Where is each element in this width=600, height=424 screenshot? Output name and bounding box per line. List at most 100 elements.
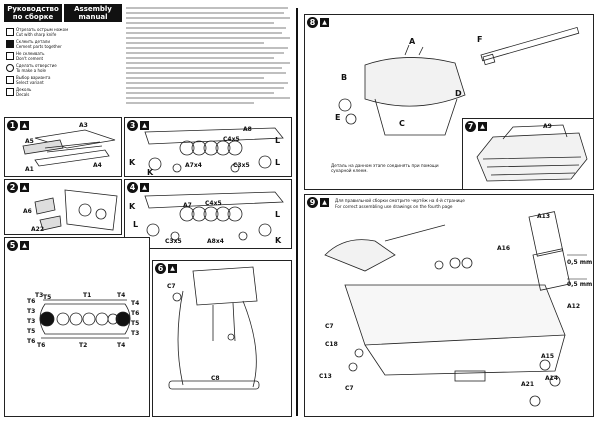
legend-ru-3: Сделать отверстие <box>16 63 57 68</box>
part-label: A8 <box>243 126 252 133</box>
step-7-panel: 7 ▲ A9 <box>462 118 594 190</box>
part-label: K <box>129 158 136 167</box>
step-2-number: 2 <box>7 182 18 193</box>
glue-icon: ▲ <box>140 121 149 130</box>
part-label: A9 <box>543 123 552 130</box>
step-3-drawing <box>144 127 284 173</box>
glue-icon: ▲ <box>20 241 29 250</box>
part-label: A5 <box>25 138 34 145</box>
track-label: T6 <box>131 310 140 317</box>
track-label: T4 <box>117 342 126 349</box>
variant-icon <box>6 76 14 84</box>
track-label: T3 <box>27 308 36 315</box>
part-label: E <box>335 113 341 122</box>
part-label: C3x5 <box>165 238 182 245</box>
track-label: T3 <box>35 292 44 299</box>
part-label: A13 <box>537 213 550 220</box>
legend: Отрезать острым ножом Cut with sharp kni… <box>4 24 68 114</box>
track-label: T2 <box>79 342 88 349</box>
step-7-number: 7 <box>465 121 476 132</box>
step-3-panel: 3 ▲ A8 C4x5 A7x4 C3x5 K L K L <box>124 117 292 177</box>
step-6-panel: 6 ▲ C7 C8 <box>152 260 292 417</box>
header-title-ru: Руководство по сборке <box>4 4 62 22</box>
step-5-panel: 5 ▲ T1 T2 T3 T4 T5 T6 T3 T4 T3 T5 T6 T5 … <box>4 237 150 417</box>
part-label: C7 <box>325 323 334 330</box>
track-label: T6 <box>27 338 36 345</box>
step-6-number: 6 <box>155 263 166 274</box>
step-4-number: 4 <box>127 182 138 193</box>
step-5-drawing <box>39 299 131 339</box>
no-glue-icon <box>6 52 14 60</box>
step-9-note-en: For correct assembling use drawings on t… <box>335 204 453 209</box>
step-8-number: 8 <box>307 17 318 28</box>
glue-icon: ▲ <box>20 183 29 192</box>
step-8-panel: 8 ▲ A B C D E F Деталь на данном этапе с… <box>304 14 594 190</box>
part-label: A8x4 <box>207 238 224 245</box>
track-label: T6 <box>27 298 36 305</box>
header-title-en: Assembly manual <box>64 4 122 22</box>
part-label: A7 <box>183 202 192 209</box>
part-label: A3 <box>79 122 88 129</box>
glue-icon: ▲ <box>478 122 487 131</box>
step-9-drawing <box>324 211 587 407</box>
track-label: T5 <box>131 320 140 327</box>
step-9-panel: 9 ▲ Для правильной сборки смотрите чертё… <box>304 194 594 417</box>
part-label: K <box>275 236 282 245</box>
step-2-drawing <box>34 189 118 231</box>
dimension-label: 0,5 mm <box>567 281 593 288</box>
legend-en-1: Cement parts together <box>16 44 62 49</box>
glue-icon <box>6 40 14 48</box>
track-label: T1 <box>83 292 92 299</box>
step-1-panel: 1 ▲ A3 A5 A1 A4 <box>4 117 122 177</box>
legend-ru-1: Склеить детали <box>16 39 50 44</box>
part-label: A16 <box>497 245 510 252</box>
part-label: A6 <box>23 208 32 215</box>
part-label: K <box>147 168 154 177</box>
track-label: T6 <box>37 342 46 349</box>
track-label: T4 <box>131 300 140 307</box>
part-label: B <box>341 73 348 82</box>
part-label: A14 <box>545 375 558 382</box>
legend-ru-2: Не склеивать <box>16 51 45 56</box>
part-label: C3x5 <box>233 162 250 169</box>
legend-en-4: Select variant <box>16 80 44 85</box>
step-5-number: 5 <box>7 240 18 251</box>
part-label: C7 <box>167 283 176 290</box>
part-label: D <box>455 89 462 98</box>
glue-icon: ▲ <box>168 264 177 273</box>
legend-en-5: Decals <box>16 92 30 97</box>
part-label: A22 <box>31 226 44 233</box>
step-1-drawing <box>22 129 116 167</box>
page-divider <box>296 8 298 416</box>
step-9-number: 9 <box>307 197 318 208</box>
part-label: K <box>129 202 136 211</box>
glue-icon: ▲ <box>320 198 329 207</box>
part-label: L <box>133 220 139 229</box>
part-label: C4x5 <box>205 200 222 207</box>
track-label: T3 <box>27 318 36 325</box>
step-9-note-ru: Для правильной сборки смотрите чертёж на… <box>335 198 465 203</box>
part-label: A7x4 <box>185 162 202 169</box>
step-4-drawing <box>144 191 284 241</box>
part-label: F <box>477 35 483 44</box>
instructions-text-lines <box>126 7 290 104</box>
step-6-drawing <box>168 266 260 390</box>
part-label: C18 <box>325 341 338 348</box>
part-label: C7 <box>345 385 354 392</box>
step-1-number: 1 <box>7 120 18 131</box>
part-label: A4 <box>93 162 102 169</box>
part-label: C4x5 <box>223 136 240 143</box>
step-8-drawing <box>338 26 580 136</box>
part-label: A21 <box>521 381 534 388</box>
decal-icon <box>6 88 14 96</box>
glue-icon: ▲ <box>20 121 29 130</box>
drill-icon <box>6 64 14 72</box>
part-label: L <box>275 210 281 219</box>
legend-en-3: To make a hole <box>16 68 47 73</box>
legend-en-0: Cut with sharp knife <box>16 32 57 37</box>
part-label: L <box>275 158 281 167</box>
track-label: T3 <box>131 330 140 337</box>
part-label: L <box>275 136 281 145</box>
step-7-drawing <box>476 124 588 182</box>
part-label: A1 <box>25 166 34 173</box>
